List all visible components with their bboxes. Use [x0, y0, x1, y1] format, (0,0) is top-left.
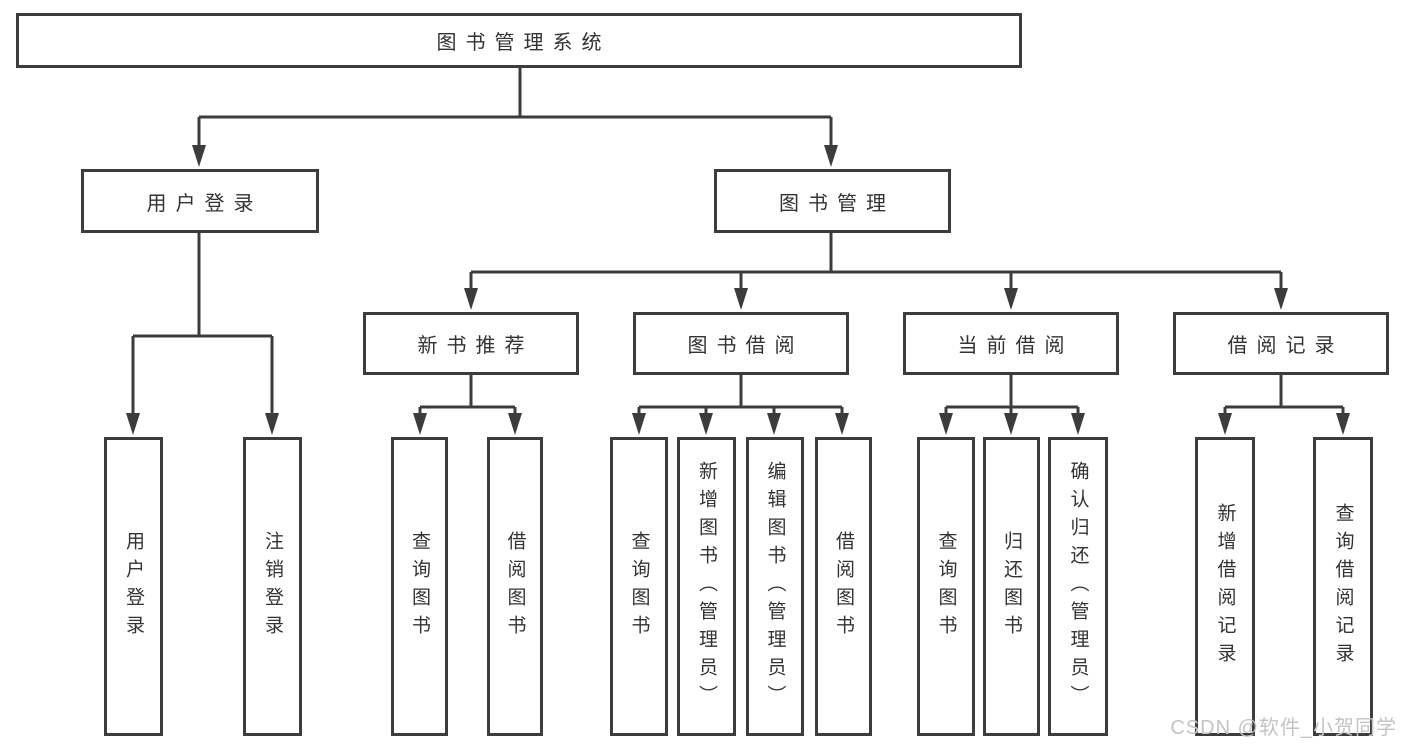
node-label: 借阅图书: [833, 530, 854, 643]
arrow-down-icon: [734, 288, 748, 310]
node-label: 新增借阅记录: [1214, 502, 1236, 671]
arrow-down-icon: [1274, 288, 1288, 310]
leaf-query-book-1: 查询图书: [391, 437, 448, 736]
node-label: 图书管理: [779, 192, 895, 215]
arrow-down-icon: [192, 145, 206, 167]
node-label: 新增图书（管理员）: [696, 460, 717, 713]
node-label: 编辑图书（管理员）: [764, 460, 786, 713]
arrow-down-icon: [1071, 413, 1085, 435]
node-label: 图书管理系统: [436, 32, 611, 54]
arrow-down-icon: [126, 413, 140, 435]
leaf-query-book-2: 查询图书: [610, 437, 668, 736]
node-book-borrow: 图书借阅: [633, 312, 849, 375]
leaf-logout: 注销登录: [243, 437, 302, 736]
node-label: 归还图书: [1001, 530, 1022, 643]
node-label: 查询图书: [628, 530, 650, 643]
connector-current-borrow-branch: [944, 375, 1080, 417]
leaf-user-login: 用户登录: [104, 437, 163, 736]
leaf-borrow-book-2: 借阅图书: [815, 437, 872, 736]
arrow-down-icon: [1004, 288, 1018, 310]
arrow-down-icon: [767, 413, 781, 435]
leaf-return-book: 归还图书: [983, 437, 1040, 736]
node-label: 借阅图书: [504, 530, 526, 643]
node-label: 新书推荐: [417, 335, 534, 357]
node-user-login: 用户登录: [81, 169, 319, 233]
node-label: 借阅记录: [1227, 335, 1344, 357]
node-label: 用户登录: [123, 530, 144, 643]
arrow-down-icon: [1004, 413, 1018, 435]
leaf-add-borrow-record: 新增借阅记录: [1195, 437, 1255, 736]
arrow-down-icon: [1336, 413, 1350, 435]
node-label: 注销登录: [262, 530, 283, 643]
node-new-book-recommend: 新书推荐: [363, 312, 579, 375]
node-label: 查询借阅记录: [1332, 502, 1354, 671]
arrow-down-icon: [824, 145, 838, 167]
leaf-add-book-admin: 新增图书（管理员）: [677, 437, 736, 736]
leaf-query-book-3: 查询图书: [917, 437, 975, 736]
node-book-management: 图书管理: [714, 169, 951, 233]
connector-book-management-branch: [469, 233, 1283, 290]
arrow-down-icon: [464, 288, 478, 310]
leaf-borrow-book-1: 借阅图书: [487, 437, 543, 736]
leaf-confirm-return-admin: 确认归还（管理员）: [1048, 437, 1108, 736]
node-current-borrow: 当前借阅: [903, 312, 1119, 375]
arrow-down-icon: [413, 413, 427, 435]
node-label: 查询图书: [409, 530, 430, 643]
node-label: 图书借阅: [687, 335, 804, 357]
arrow-down-icon: [835, 413, 849, 435]
arrow-down-icon: [1218, 413, 1232, 435]
node-label: 查询图书: [935, 530, 957, 643]
arrow-down-icon: [939, 413, 953, 435]
node-label: 用户登录: [146, 192, 263, 215]
arrow-down-icon: [265, 413, 279, 435]
connector-new-book-branch: [418, 375, 517, 417]
node-label: 当前借阅: [957, 335, 1074, 357]
arrow-down-icon: [632, 413, 646, 435]
arrowhead-icons: [126, 145, 1350, 435]
arrow-down-icon: [508, 413, 522, 435]
node-label: 确认归还（管理员）: [1067, 460, 1089, 713]
connector-book-borrow-branch: [637, 375, 844, 417]
node-root-system: 图书管理系统: [16, 13, 1022, 68]
arrow-down-icon: [699, 413, 713, 435]
connector-borrow-record-branch: [1223, 375, 1345, 417]
leaf-query-borrow-record: 查询借阅记录: [1313, 437, 1373, 736]
csdn-watermark: CSDN @软件_小贺同学: [1170, 717, 1397, 739]
node-borrow-record: 借阅记录: [1173, 312, 1389, 375]
connector-user-login-branch: [131, 233, 274, 415]
connector-root-branch: [197, 68, 833, 147]
leaf-edit-book-admin: 编辑图书（管理员）: [746, 437, 804, 736]
